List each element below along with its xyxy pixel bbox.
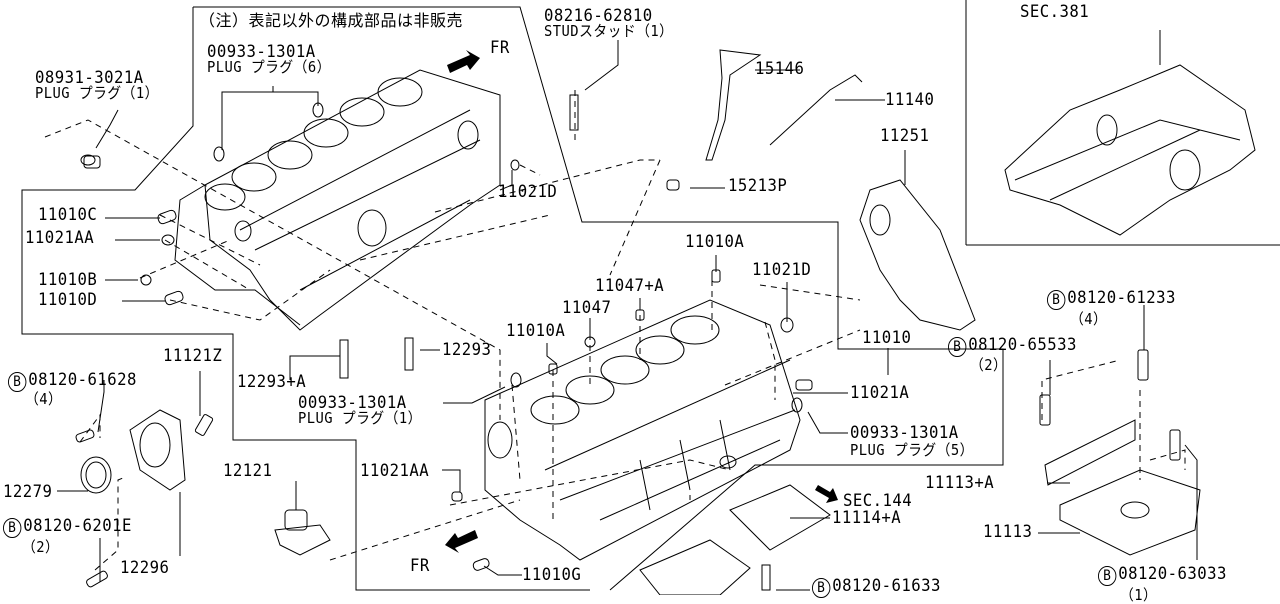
- callout-sec-381[interactable]: SEC.381: [1020, 2, 1090, 22]
- part-number[interactable]: 08120-61233: [1067, 288, 1176, 308]
- fr-label-bottom: FR: [410, 556, 430, 576]
- callout-12121[interactable]: 12121: [223, 461, 273, 481]
- callout-12293[interactable]: 12293: [442, 340, 492, 360]
- part-desc: PLUG プラグ（6）: [207, 58, 331, 76]
- part-number[interactable]: 00933-1301A: [298, 393, 407, 413]
- part-qty: （4）: [25, 390, 63, 408]
- fr-arrow-bottom-icon: [445, 530, 478, 553]
- callout-11010B[interactable]: 11010B: [38, 270, 98, 290]
- part-number[interactable]: 08120-6201E: [23, 516, 132, 536]
- callout-11021AA-left[interactable]: 11021AA: [25, 228, 95, 248]
- callout-11021AA-bottom[interactable]: 11021AA: [360, 461, 430, 481]
- callout-12293-plus-a[interactable]: 12293+A: [237, 372, 307, 392]
- callout-11010A-upper[interactable]: 11010A: [685, 232, 745, 252]
- callout-11047[interactable]: 11047: [562, 298, 612, 318]
- engine-block-lower: [485, 300, 800, 560]
- small-parts: [75, 50, 1255, 595]
- part-number[interactable]: 08120-61628: [28, 370, 137, 390]
- dashed-leaders: [45, 90, 1185, 570]
- callout-12279[interactable]: 12279: [3, 482, 53, 502]
- bolt-b-badge-icon: B: [3, 518, 22, 538]
- note-not-sold-separately: （注）表記以外の構成部品は非販売: [199, 11, 464, 30]
- callout-11140[interactable]: 11140: [885, 90, 935, 110]
- callout-11121Z[interactable]: 11121Z: [163, 346, 223, 366]
- callout-11021A[interactable]: 11021A: [850, 383, 910, 403]
- sec144-arrow-icon: [815, 485, 838, 503]
- callout-11010A-middle[interactable]: 11010A: [506, 321, 566, 341]
- callout-11114-plus-a[interactable]: 11114+A: [832, 508, 902, 528]
- part-desc: PLUG プラグ（1）: [298, 409, 422, 427]
- fr-arrow-top-icon: [447, 50, 480, 73]
- callout-11113-plus-a[interactable]: 11113+A: [925, 473, 995, 493]
- callout-12296[interactable]: 12296: [120, 558, 170, 578]
- part-number[interactable]: 00933-1301A: [207, 42, 316, 62]
- part-number[interactable]: 08120-63033: [1118, 564, 1227, 584]
- callout-11010[interactable]: 11010: [862, 328, 912, 348]
- bolt-b-badge-icon: B: [1047, 290, 1066, 310]
- part-desc: PLUG プラグ（5）: [850, 441, 974, 459]
- callout-11010C[interactable]: 11010C: [38, 205, 98, 225]
- callout-11010D[interactable]: 11010D: [38, 290, 98, 310]
- fr-label-top: FR: [490, 38, 510, 58]
- part-desc: PLUG プラグ（1）: [35, 84, 159, 102]
- solid-leaders: [57, 30, 1197, 590]
- fr-arrows: [445, 50, 838, 553]
- part-number[interactable]: 08120-61633: [832, 576, 941, 596]
- bolt-b-badge-icon: B: [812, 578, 831, 598]
- engine-block-upper: [175, 70, 500, 330]
- callout-11113[interactable]: 11113: [983, 522, 1033, 542]
- part-qty: （1）: [1120, 586, 1158, 604]
- part-qty: （4）: [1070, 310, 1108, 328]
- callout-15146[interactable]: 15146: [755, 59, 805, 79]
- part-number[interactable]: 00933-1301A: [850, 423, 959, 443]
- part-qty: （2）: [22, 538, 60, 556]
- frame-lines: [22, 0, 1280, 590]
- part-qty: （2）: [970, 356, 1008, 374]
- callout-11047-plus-a[interactable]: 11047+A: [595, 276, 665, 296]
- bolt-b-badge-icon: B: [8, 372, 27, 392]
- callout-sec-144[interactable]: SEC.144: [843, 491, 913, 511]
- bolt-b-badge-icon: B: [1098, 566, 1117, 586]
- callout-11251[interactable]: 11251: [880, 126, 930, 146]
- bolt-b-badge-icon: B: [948, 337, 967, 357]
- part-number[interactable]: 08216-62810: [544, 6, 653, 26]
- callout-11010G[interactable]: 11010G: [522, 565, 582, 585]
- part-number[interactable]: 08120-65533: [968, 335, 1077, 355]
- part-desc: STUDスタッド（1）: [544, 22, 674, 40]
- part-number[interactable]: 08931-3021A: [35, 68, 144, 88]
- callout-11021D-middle[interactable]: 11021D: [752, 260, 812, 280]
- callout-11021D-upper[interactable]: 11021D: [498, 182, 558, 202]
- callout-15213P[interactable]: 15213P: [728, 176, 788, 196]
